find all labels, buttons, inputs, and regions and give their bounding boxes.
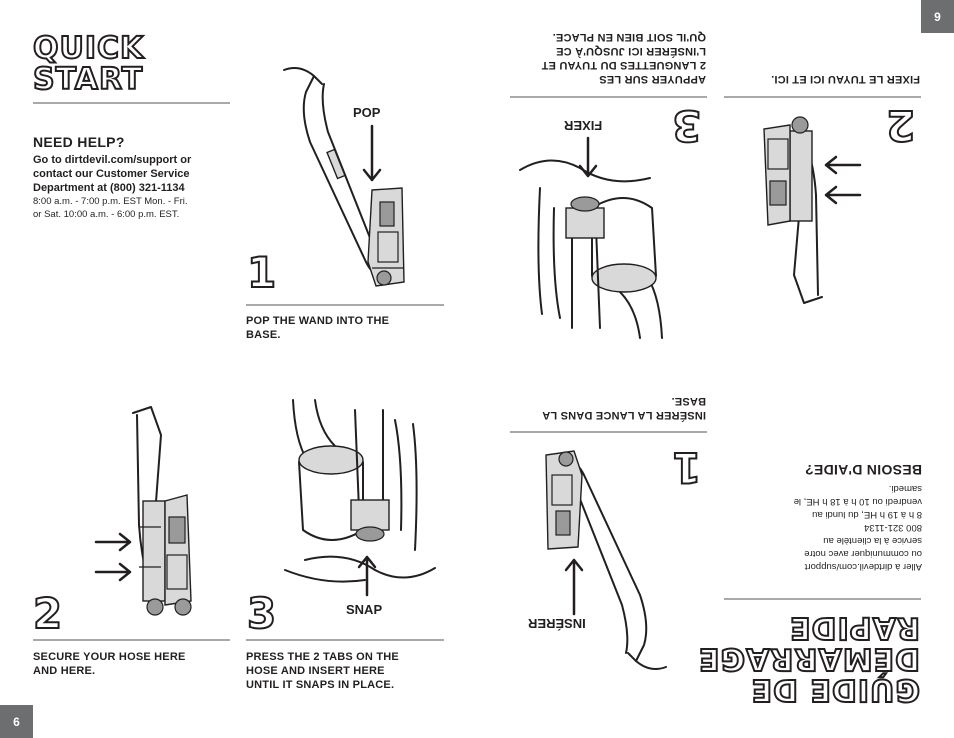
fr-step-1-divider [510,431,707,433]
fr-step-3-caption-line-3: L'INSÉRER ICI JUSQU'À CE [556,45,706,57]
fr-step-3-caption-line-4: QU'IL SOIT BIEN EN PLACE. [552,31,706,43]
step-3-number: 3 [246,589,277,638]
help-block: NEED HELP? Go to dirtdevil.com/support o… [33,134,233,221]
fr-help-line-7b: samedi. [888,483,922,494]
help-hours-1: 8:00 a.m. - 7:00 p.m. EST Mon. - Fri. [33,196,188,207]
title-line-1: QUICK [32,31,145,66]
help-hours-2: or Sat. 10:00 a.m. - 6:00 p.m. EST. [33,209,180,220]
fr-step-1-caption-line-2: BASE. [671,395,706,407]
fr-step-2-arrow-upper-icon [824,155,862,175]
step-1-number: 1 [246,248,277,297]
step-1-illustration-vacuum-icon [283,67,405,287]
page-number-left: 6 [0,705,33,738]
title-divider [33,102,230,104]
inserer-arrow-icon [564,558,584,616]
step-2-caption: SECURE YOUR HOSE HERE AND HERE. [33,650,233,678]
step-1-caption-line-1: POP THE WAND INTO THE [246,315,390,327]
step-3-caption-line-3: UNTIL IT SNAPS IN PLACE. [246,679,395,691]
step-2-illustration-vacuum-icon [132,406,192,616]
step-2-divider [33,639,230,641]
pop-arrow-icon [362,124,382,182]
fr-title-divider [724,598,921,600]
fr-step-3-divider [510,96,707,98]
step-2-caption-line-1: SECURE YOUR HOSE HERE [33,651,186,663]
fr-step-2-illustration-vacuum-icon [763,116,823,304]
pop-label: POP [353,105,381,120]
fr-step-1-caption-line-1: INSÉRER LA LANCE DANS LA [542,409,706,421]
step-3-caption: PRESS THE 2 TABS ON THE HOSE AND INSERT … [246,650,446,692]
step-1-caption-line-2: BASE. [246,329,281,341]
quick-start-title: QUICK START [32,31,145,97]
fr-title-line-2: DÉMARRAGE [697,640,921,677]
inserer-label: INSÉRER [528,616,586,631]
fr-title-line-1: GUIDE DE [750,671,921,708]
step-3-illustration-hose-icon [284,399,436,583]
help-line-2: contact our Customer Service [33,168,190,180]
fr-help-block: samedi. Aller à dirtdevil.com/support ou… [722,462,922,586]
help-heading: NEED HELP? [33,134,125,150]
fr-step-2-caption: FIXER LE TUYAU ICI ET ICI. [720,72,920,86]
page-number-right: 9 [921,0,954,33]
fr-step-1-illustration-vacuum-icon [545,450,667,670]
fr-help-line-3: service à la clientèle au [823,535,922,546]
fr-step-3-caption: APPUYER SUR LES 2 LANGUETTES DU TUYAU ET… [506,30,706,86]
step-2-number: 2 [32,589,63,638]
fr-help-line-2: ou communiquer avec notre [804,548,922,559]
fr-help-line-1: Aller à dirtdevil.com/support [804,561,922,572]
step-3-divider [246,639,444,641]
fr-step-2-caption-line-1: FIXER LE TUYAU ICI ET ICI. [770,73,920,85]
fr-help-line-4: 800 321-1134 [864,522,922,533]
help-line-1: Go to dirtdevil.com/support or [33,154,192,166]
fr-step-3-caption-line-2: 2 LANGUETTES DU TUYAU ET [541,59,706,71]
help-line-3: Department at (800) 321-1134 [33,182,185,194]
snap-arrow-icon [357,555,377,597]
fr-step-3-caption-line-1: APPUYER SUR LES [599,73,706,85]
step-1-divider [246,304,444,306]
snap-label: SNAP [346,602,383,617]
step-1-caption: POP THE WAND INTO THE BASE. [246,314,446,342]
step-3-caption-line-1: PRESS THE 2 TABS ON THE [246,651,399,663]
title-line-2: START [32,62,144,97]
fr-help-line-5: 8 h à 19 h HE, du lundi au [812,509,922,520]
step-2-arrow-upper-icon [94,532,132,552]
fr-step-1-caption: INSÉRER LA LANCE DANS LA BASE. [506,394,706,422]
fr-help-heading: BESOIN D'AIDE? [804,462,922,478]
guide-title: GUIDE DE DÉMARRAGE RAPIDE [680,609,921,708]
fr-step-2-number: 2 [885,100,916,151]
step-2-caption-line-2: AND HERE. [33,665,96,677]
step-2-arrow-lower-icon [94,562,132,582]
fr-step-2-arrow-lower-icon [824,185,862,205]
fr-help-line-6: vendredi ou 10 h à 18 h HE, le [793,496,922,507]
step-3-caption-line-2: HOSE AND INSERT HERE [246,665,385,677]
fr-step-3-number: 3 [671,100,702,151]
fr-title-line-3: RAPIDE [788,609,921,646]
fixer-label: FIXER [564,118,603,133]
fr-step-1-number: 1 [671,442,702,493]
fr-step-3-illustration-hose-icon [519,159,663,339]
fr-step-2-divider [724,96,921,98]
